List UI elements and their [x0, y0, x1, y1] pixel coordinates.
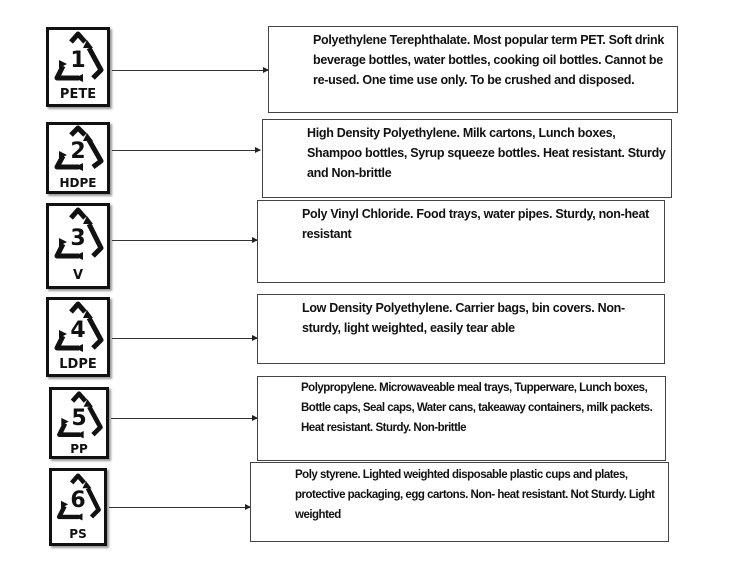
description-text: Polypropylene. Microwaveable meal trays,…: [301, 382, 653, 434]
description-box-ps: Poly styrene. Lighted weighted disposabl…: [250, 462, 669, 542]
resin-code-abbr: PS: [69, 527, 87, 541]
description-text: Polyethylene Terephthalate. Most popular…: [313, 33, 664, 87]
connector-arrow: [109, 504, 251, 510]
resin-code-number: 5: [71, 406, 87, 431]
description-text: Poly styrene. Lighted weighted disposabl…: [295, 469, 655, 521]
description-box-ldpe: Low Density Polyethylene. Carrier bags, …: [257, 294, 665, 364]
connector-arrow: [112, 147, 261, 153]
resin-code-4-symbol: 4 LDPE: [46, 297, 110, 377]
connector-arrow: [112, 335, 258, 341]
resin-code-number: 3: [70, 226, 86, 251]
resin-code-number: 4: [70, 318, 86, 343]
recycle-triangle-icon: [57, 391, 103, 439]
resin-code-abbr: V: [72, 268, 84, 283]
description-text: Poly Vinyl Chloride. Food trays, water p…: [302, 207, 649, 241]
description-box-pvc: Poly Vinyl Chloride. Food trays, water p…: [257, 200, 665, 283]
connector-arrow: [111, 415, 258, 421]
connector-arrow: [112, 67, 269, 73]
resin-code-5-symbol: 5 PP: [49, 387, 109, 459]
resin-code-3-symbol: 3 V: [46, 203, 110, 289]
resin-code-abbr: HDPE: [59, 176, 97, 190]
resin-code-1-symbol: 1 PETE: [46, 27, 110, 107]
resin-code-abbr: PP: [70, 442, 88, 456]
recycle-triangle-icon: [54, 31, 104, 82]
resin-code-number: 1: [70, 48, 86, 73]
resin-code-abbr: PETE: [59, 87, 97, 102]
description-box-pete: Polyethylene Terephthalate. Most popular…: [268, 26, 678, 113]
description-box-pp: Polypropylene. Microwaveable meal trays,…: [257, 376, 666, 461]
resin-code-2-symbol: 2 HDPE: [46, 122, 110, 194]
recycle-triangle-icon: [56, 473, 101, 521]
resin-code-number: 2: [70, 139, 86, 164]
connector-arrow: [112, 237, 258, 243]
description-box-hdpe: High Density Polyethylene. Milk cartons,…: [262, 119, 672, 198]
recycle-triangle-icon: [54, 207, 104, 260]
resin-code-6-symbol: 6 PS: [49, 468, 107, 546]
recycle-triangle-icon: [54, 301, 104, 352]
description-text: Low Density Polyethylene. Carrier bags, …: [302, 301, 625, 335]
description-text: High Density Polyethylene. Milk cartons,…: [307, 126, 666, 180]
resin-code-number: 6: [70, 488, 86, 513]
recycle-triangle-icon: [54, 125, 104, 171]
resin-code-abbr: LDPE: [59, 357, 97, 372]
